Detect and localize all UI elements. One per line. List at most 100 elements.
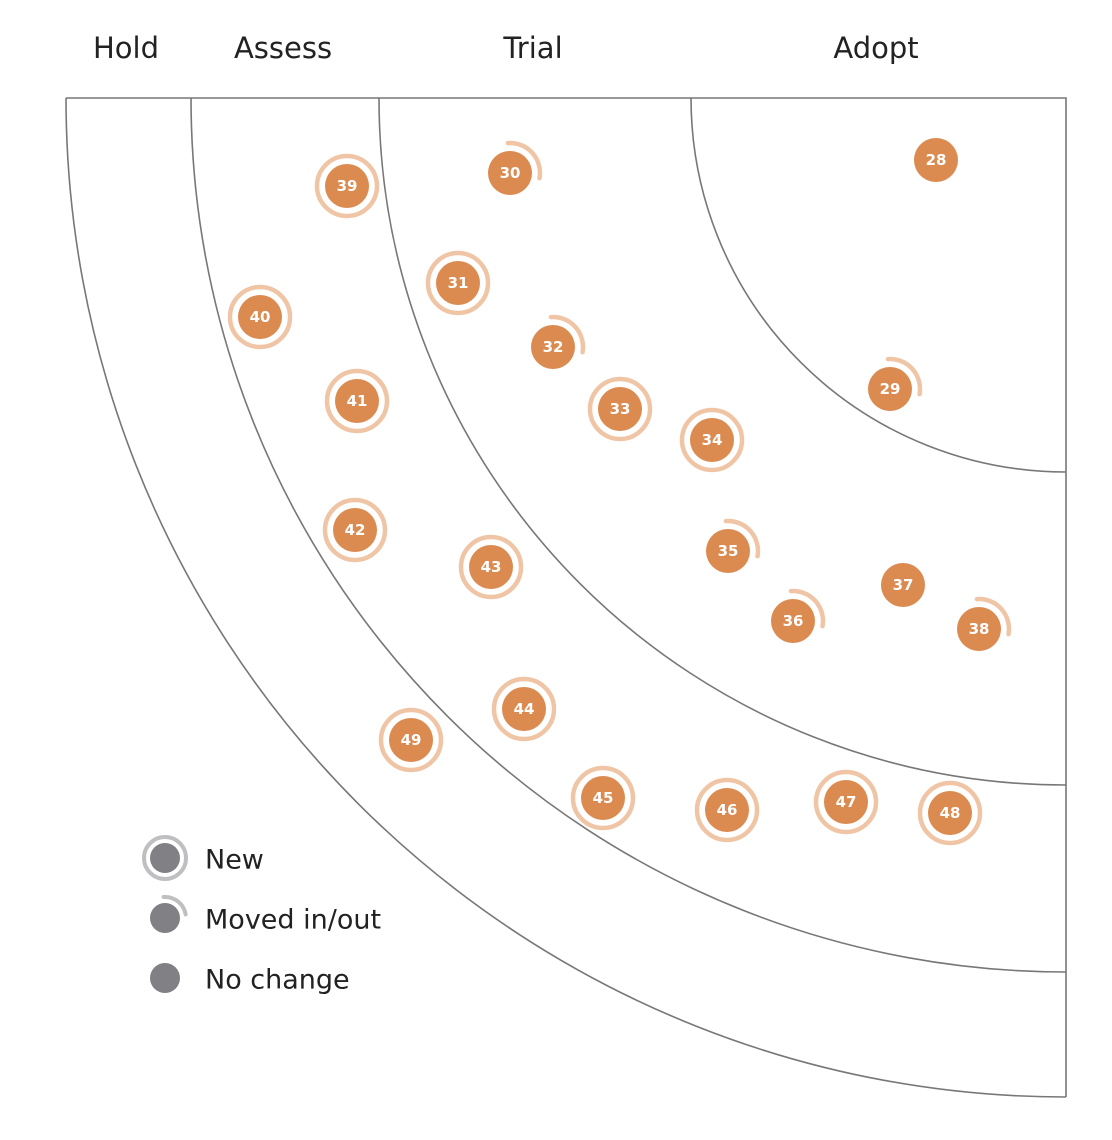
legend-item-new: New (142, 835, 264, 881)
quadrant-frame (66, 97, 1067, 1097)
blip-new-ring-icon (378, 707, 444, 773)
blip-44[interactable]: 44 (491, 676, 557, 742)
blip-label: 30 (500, 164, 521, 182)
blip-new-ring-icon (587, 376, 653, 442)
blips-layer: 28 29 30 31 32 33 34 35 36 37 38 39 40 41 42 43 44 45 46 47… (227, 138, 1012, 846)
blip-label: 31 (448, 274, 469, 292)
blip-label: 48 (940, 804, 961, 822)
ring-boundary-adopt (690, 97, 1067, 473)
blip-37[interactable]: 37 (881, 563, 925, 607)
blip-33[interactable]: 33 (587, 376, 653, 442)
blip-36[interactable]: 36 (771, 588, 826, 643)
blip-label: 46 (717, 801, 738, 819)
blip-new-ring-icon (324, 368, 390, 434)
blip-moved-arc-icon (548, 314, 586, 355)
blip-dot (333, 508, 377, 552)
blip-dot (469, 545, 513, 589)
blip-32[interactable]: 32 (531, 314, 586, 369)
blip-dot (868, 367, 912, 411)
legend-item-moved: Moved in/out (150, 895, 381, 936)
blip-43[interactable]: 43 (458, 534, 524, 600)
blip-40[interactable]: 40 (227, 284, 293, 350)
blip-dot (531, 325, 575, 369)
ring-label-assess: Assess (234, 31, 332, 65)
ring-boundary-trial (378, 97, 1067, 786)
blip-dot (325, 164, 369, 208)
blip-48[interactable]: 48 (917, 780, 983, 846)
blip-30[interactable]: 30 (488, 140, 543, 195)
blip-moved-arc-icon (885, 356, 923, 397)
blip-34[interactable]: 34 (679, 407, 745, 473)
legend-no-change-dot-icon (150, 963, 180, 993)
blip-new-ring-icon (458, 534, 524, 600)
blip-dot (690, 418, 734, 462)
blip-label: 40 (250, 308, 271, 326)
legend-label-new: New (205, 845, 264, 876)
blip-new-ring-icon (813, 769, 879, 835)
blip-38[interactable]: 38 (957, 596, 1012, 651)
blip-new-ring-icon (425, 250, 491, 316)
blip-label: 39 (337, 177, 358, 195)
blip-dot (436, 261, 480, 305)
blip-label: 43 (481, 558, 502, 576)
blip-label: 35 (718, 542, 739, 560)
ring-label-trial: Trial (502, 31, 562, 65)
blip-moved-arc-icon (723, 518, 761, 559)
ring-boundary-hold (65, 97, 1067, 1098)
blip-42[interactable]: 42 (322, 497, 388, 563)
blip-label: 42 (345, 521, 366, 539)
blip-label: 33 (610, 400, 631, 418)
blip-label: 34 (702, 431, 723, 449)
blip-46[interactable]: 46 (694, 777, 760, 843)
legend-new-ring-icon (142, 835, 188, 881)
blip-dot (706, 529, 750, 573)
blip-dot (335, 379, 379, 423)
legend-moved-dot-icon (150, 903, 180, 933)
legend: New Moved in/out No change (142, 835, 381, 996)
blip-39[interactable]: 39 (314, 153, 380, 219)
blip-41[interactable]: 41 (324, 368, 390, 434)
blip-dot (881, 563, 925, 607)
blip-47[interactable]: 47 (813, 769, 879, 835)
blip-dot (389, 718, 433, 762)
blip-29[interactable]: 29 (868, 356, 923, 411)
blip-label: 36 (783, 612, 804, 630)
blip-49[interactable]: 49 (378, 707, 444, 773)
legend-label-no-change: No change (205, 965, 350, 996)
blip-label: 47 (836, 793, 857, 811)
blip-dot (581, 776, 625, 820)
blip-31[interactable]: 31 (425, 250, 491, 316)
blip-label: 44 (514, 700, 535, 718)
blip-new-ring-icon (694, 777, 760, 843)
legend-item-no-change: No change (150, 963, 350, 996)
blip-new-ring-icon (322, 497, 388, 563)
legend-label-moved: Moved in/out (205, 905, 381, 936)
blip-dot (928, 791, 972, 835)
blip-new-ring-icon (227, 284, 293, 350)
blip-dot (771, 599, 815, 643)
blip-dot (598, 387, 642, 431)
blip-label: 49 (401, 731, 422, 749)
blip-dot (957, 607, 1001, 651)
blip-label: 32 (543, 338, 564, 356)
blip-new-ring-icon (570, 765, 636, 831)
blip-moved-arc-icon (788, 588, 826, 629)
blip-35[interactable]: 35 (706, 518, 761, 573)
blip-label: 38 (969, 620, 990, 638)
blip-label: 29 (880, 380, 901, 398)
blip-moved-arc-icon (505, 140, 543, 181)
blip-label: 45 (593, 789, 614, 807)
blip-dot (705, 788, 749, 832)
blip-new-ring-icon (679, 407, 745, 473)
blip-dot (238, 295, 282, 339)
blip-new-ring-icon (314, 153, 380, 219)
blip-dot (488, 151, 532, 195)
blip-label: 41 (347, 392, 368, 410)
ring-boundary-assess (190, 97, 1067, 973)
blip-28[interactable]: 28 (914, 138, 958, 182)
ring-label-hold: Hold (93, 31, 159, 65)
blip-45[interactable]: 45 (570, 765, 636, 831)
blip-new-ring-icon (491, 676, 557, 742)
blip-dot (824, 780, 868, 824)
